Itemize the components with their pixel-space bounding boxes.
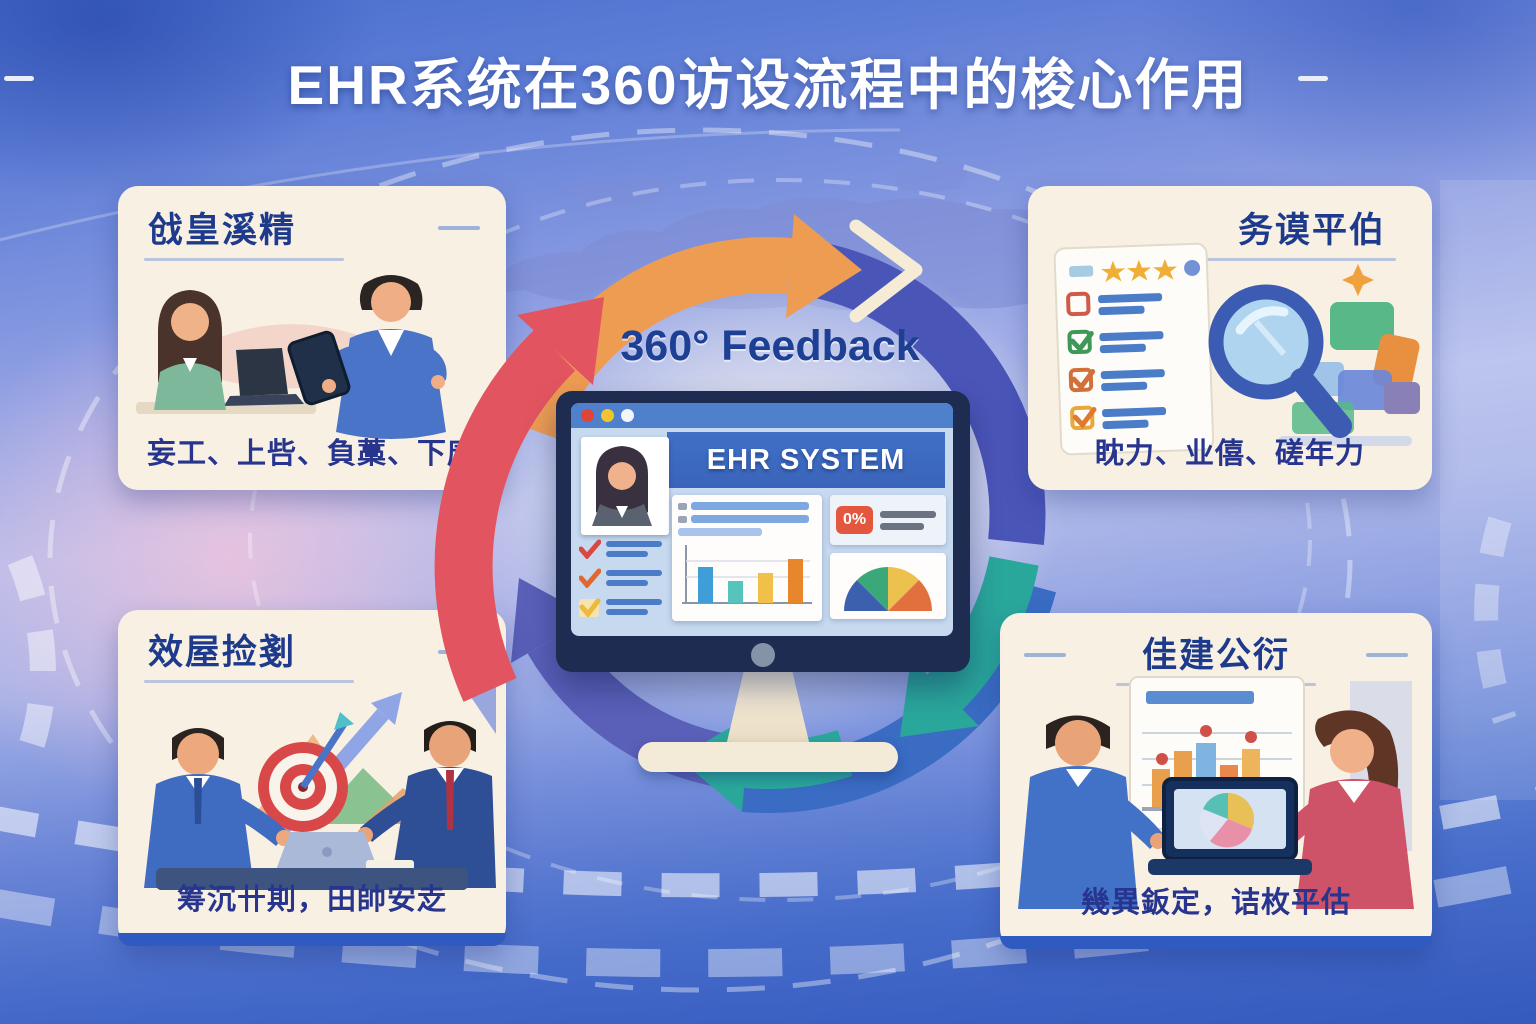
report-line [678,528,816,536]
report-line [678,515,816,523]
panel-caption: 幾異鈑定，诘枚平估 [1080,887,1351,919]
panel-title: 务谟平伯 [1237,211,1386,250]
target-icon [258,712,354,832]
score-badge: 0% [836,506,874,534]
text-lines [880,510,937,530]
sparkle-icon [1342,264,1374,296]
page-title: EHR系统在360访设流程中的梭心作用 [287,54,1249,116]
woman-at-laptop [154,290,226,410]
dashed-band [1474,516,1517,724]
man-with-tablet [287,275,447,439]
screen-checklist [579,539,667,626]
cycle-arrow-indigo [811,242,1046,546]
panel-effect-tracking: 效屋捡剗 [118,610,506,946]
bar-chart-icon [682,545,812,604]
color-blocks [1278,302,1420,446]
cream-chevron [849,219,923,323]
illustration-people-tablet [136,275,447,439]
divider [1366,653,1408,657]
panel-title: 效屋捡剗 [148,633,297,672]
dart-icon [300,722,347,789]
pie-chart-icon [1200,792,1254,848]
checkbox-row [1066,291,1163,317]
minimize-dot-icon [601,409,614,422]
laptop-pie-chart [1148,777,1312,875]
report-card [672,495,822,621]
checklist-row [579,568,667,588]
magnifier-icon [1208,284,1352,438]
monitor-logo-dot [751,643,775,667]
divider [438,226,480,230]
illustration-goal-meeting [144,672,496,890]
cycle-label: 360° Feedback [620,322,920,370]
score-card: 0% [830,495,946,545]
panel-data-collection: 戗皇溪精 [118,186,506,490]
gauge-card [830,553,946,619]
cycle-arrow-red-head [517,297,604,385]
cycle-arrow-red [434,329,576,702]
ehr-system-header: EHR SYSTEM [667,432,945,488]
panel-evaluation: 务谟平伯 [1028,186,1432,490]
panel-caption: 眈力、业僖、磋年力 [1094,438,1365,470]
man-left [1018,715,1166,909]
checklist-row [579,597,667,617]
laptop-icon [224,348,304,406]
light-band [1440,180,1536,800]
report-line [678,502,816,510]
text-lines [606,597,662,615]
dashed-band [7,555,56,755]
check-icon [579,598,601,617]
checklist-row [579,539,667,559]
divider [144,680,354,683]
check-icon [579,539,601,559]
close-dot-icon [581,409,594,422]
businessman-left [144,728,292,888]
divider [1024,653,1066,657]
checkbox-row [1068,367,1165,393]
cycle-arrow-indigo-bottom-head [511,578,591,663]
illustration-checklist-magnifier [1053,242,1420,456]
browser-topbar [571,403,953,428]
thin-arc [0,128,901,242]
check-icon [579,568,601,588]
divider [1166,258,1396,261]
gauge-icon [844,567,932,611]
desk-laptop [156,832,468,890]
title-dash [4,76,34,81]
ink-blob [1184,259,1201,276]
avatar [581,437,669,535]
panel-result-analysis: 佳建公衍 [1000,613,1432,949]
panel-title: 佳建公衍 [1141,636,1290,675]
maximize-dot-icon [621,409,634,422]
dashed-orbit [248,178,1312,902]
checkbox-row [1070,405,1167,431]
businessman-right [357,721,496,888]
illustration-laptop-review [1018,676,1414,909]
panel-caption: 妄工、上呰、負藁、下唐 [146,438,477,470]
panel-caption: 筹沉卄剘，田帥安赱 [176,884,447,916]
star-icon [1101,258,1178,282]
title-dash [1298,76,1328,81]
text-lines [606,568,662,586]
cycle-arrow-teal-down [926,555,1039,710]
avatar-portrait [584,440,660,526]
monitor-stand-base [638,742,898,772]
checkbox-row [1067,329,1164,355]
cycle-arrow-teal-down-head [900,658,979,737]
panel-title: 戗皇溪精 [148,211,297,250]
dashed-orbit [47,127,1353,993]
checklist-icon [1053,242,1215,456]
ehr-screen: EHR SYSTEM [571,403,953,636]
divider [144,258,344,261]
cycle-arrow-orange-head [786,214,862,318]
ehr-monitor: EHR SYSTEM [556,391,970,672]
doc-label [1069,265,1094,278]
text-lines [606,539,662,557]
